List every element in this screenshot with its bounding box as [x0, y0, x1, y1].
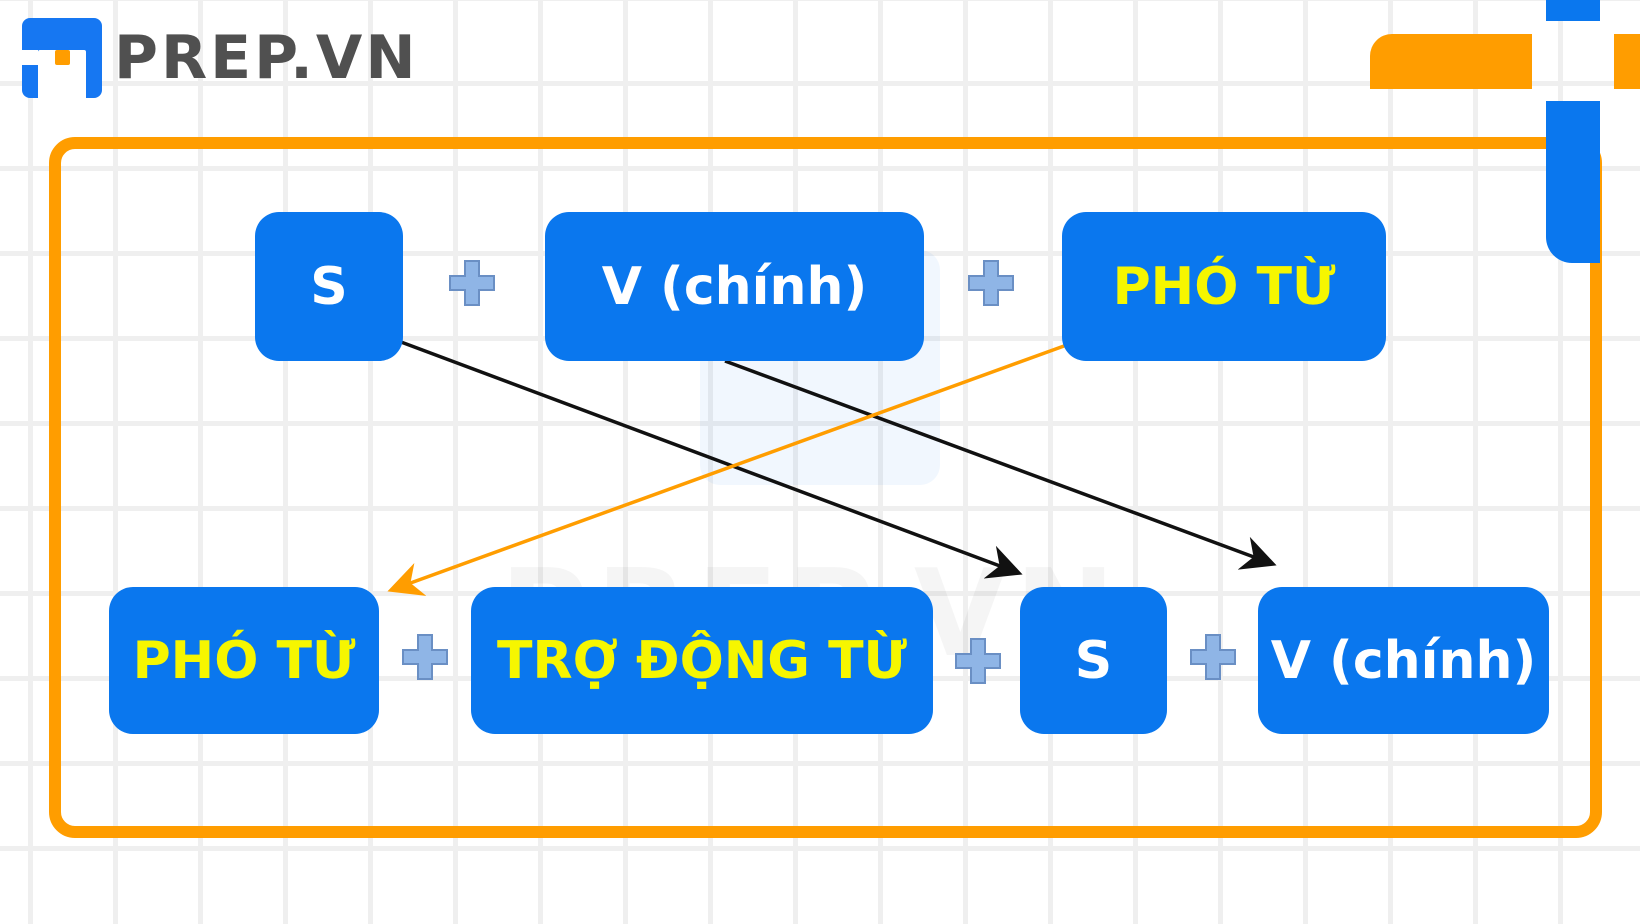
- box-main-verb: V (chính): [1258, 587, 1549, 734]
- plus-icon: [402, 634, 448, 680]
- decor-blue-top: [1546, 0, 1600, 21]
- box-subject: S: [1020, 587, 1167, 734]
- box-main-verb: V (chính): [545, 212, 924, 361]
- diagram-frame: [49, 137, 1602, 838]
- box-adverb: PHÓ TỪ: [1062, 212, 1386, 361]
- box-auxiliary-verb: TRỢ ĐỘNG TỪ: [471, 587, 933, 734]
- decor-blue-bar: [1546, 101, 1600, 263]
- decor-orange-bar-right: [1614, 34, 1640, 89]
- box-adverb: PHÓ TỪ: [109, 587, 379, 734]
- plus-icon: [449, 260, 495, 306]
- prep-logo-icon: [22, 18, 102, 98]
- arrow-adverb-to-adverb: [387, 344, 1065, 596]
- logo-text: PREP.VN: [114, 23, 419, 93]
- box-subject: S: [255, 212, 403, 361]
- decor-orange-bar: [1370, 34, 1532, 89]
- plus-icon: [968, 260, 1014, 306]
- plus-icon: [1190, 634, 1236, 680]
- arrow-v-to-v: [724, 359, 1277, 570]
- plus-icon: [955, 638, 1001, 684]
- arrow-s-to-s: [400, 340, 1023, 579]
